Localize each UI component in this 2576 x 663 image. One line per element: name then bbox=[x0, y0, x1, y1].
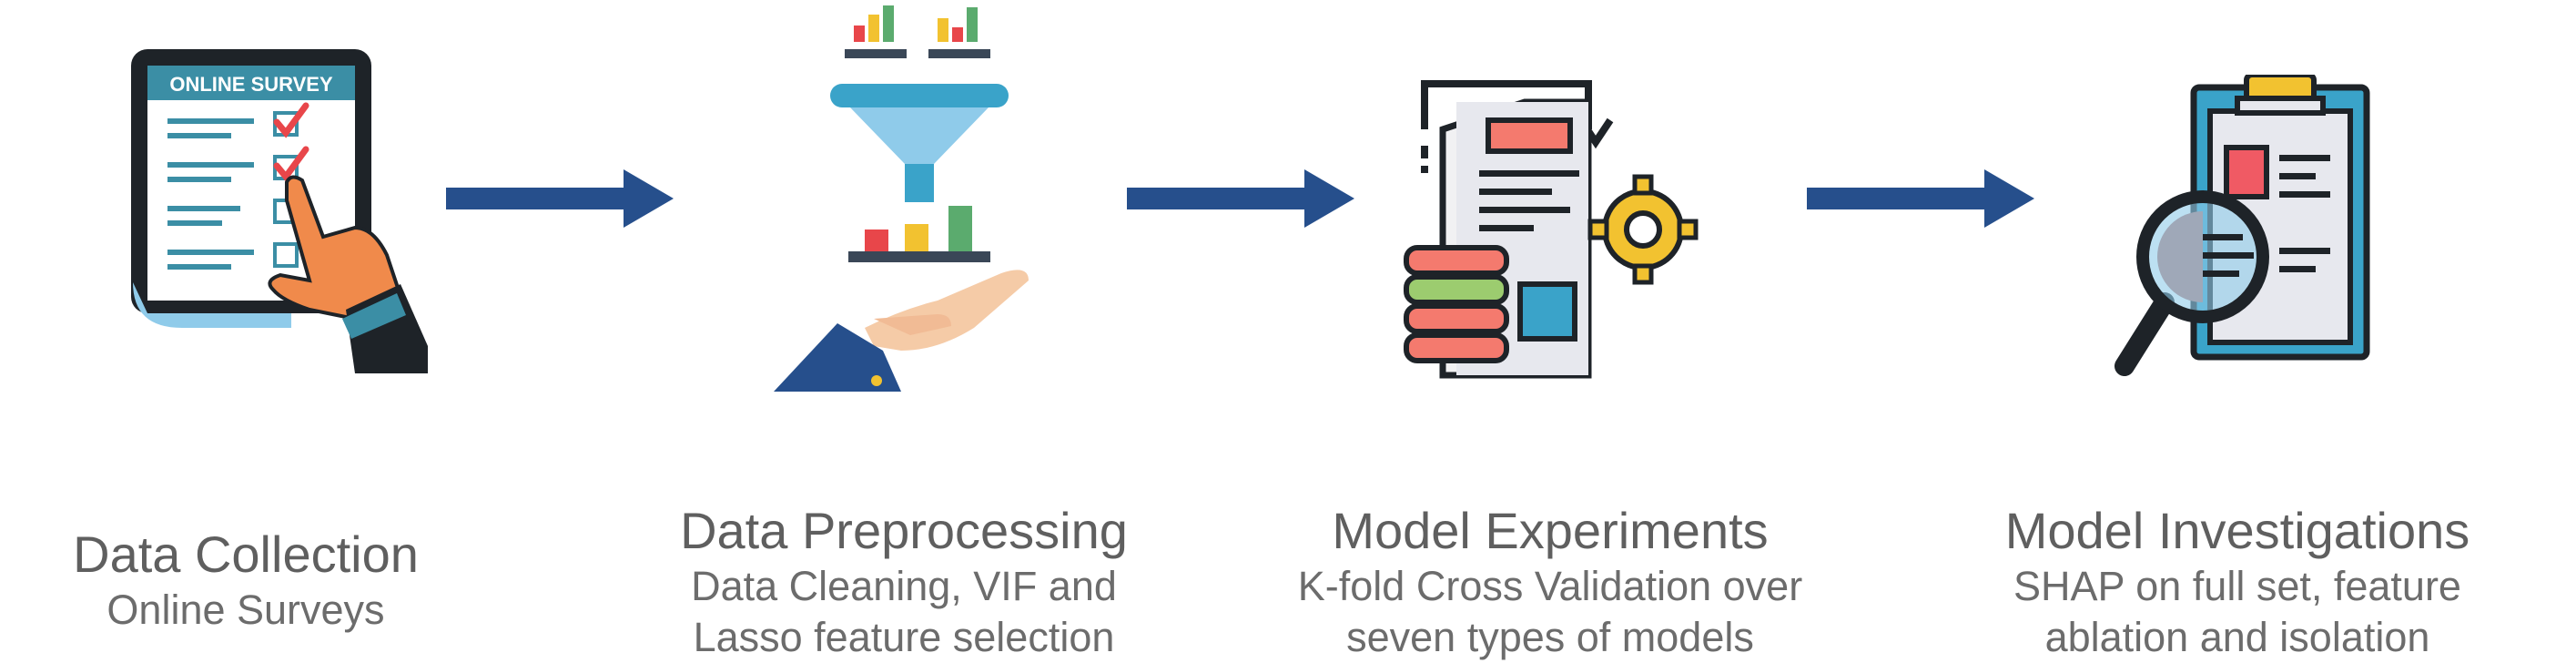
stage-4-label: Model Investigations SHAP on full set, f… bbox=[1919, 501, 2556, 663]
stage-3-label: Model Experiments K-fold Cross Validatio… bbox=[1232, 501, 1869, 663]
stage-subtitle-line: K-fold Cross Validation over bbox=[1297, 563, 1803, 609]
stage-title: Data Preprocessing bbox=[680, 502, 1128, 559]
stage-subtitle-line: ablation and isolation bbox=[2044, 614, 2430, 660]
stage-subtitle-line: seven types of models bbox=[1346, 614, 1754, 660]
stage-subtitle-line: Lasso feature selection bbox=[693, 614, 1115, 660]
stage-subtitle-line: Data Cleaning, VIF and bbox=[691, 563, 1117, 609]
arrow-right-icon bbox=[1127, 169, 1354, 228]
stage-subtitle-line: Online Surveys bbox=[106, 586, 385, 633]
arrow-right-icon bbox=[446, 169, 674, 228]
stage-title: Model Experiments bbox=[1332, 502, 1769, 559]
document-gear-database-icon bbox=[1404, 80, 1699, 379]
stage-title: Data Collection bbox=[73, 525, 419, 583]
stage-subtitle-line: SHAP on full set, feature bbox=[2013, 563, 2461, 609]
arrow-right-icon bbox=[1807, 169, 2034, 228]
stage-title: Model Investigations bbox=[2004, 502, 2470, 559]
clipboard-magnifier-icon bbox=[2115, 75, 2370, 376]
stage-2-label: Data Preprocessing Data Cleaning, VIF an… bbox=[585, 501, 1222, 663]
funnel-filter-icon bbox=[774, 5, 1029, 392]
stage-1-label: Data Collection Online Surveys bbox=[0, 525, 564, 636]
online-survey-tablet-icon: ONLINE SURVEY bbox=[131, 49, 428, 373]
online-survey-label: ONLINE SURVEY bbox=[169, 73, 333, 96]
